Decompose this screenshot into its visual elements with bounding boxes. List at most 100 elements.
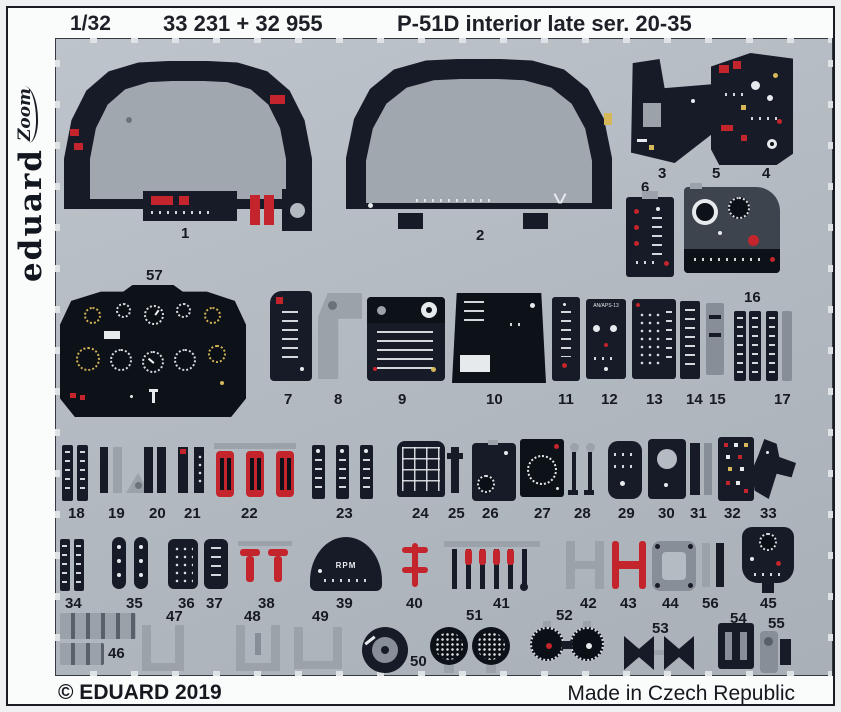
etched-detail bbox=[126, 117, 132, 123]
etched-detail bbox=[696, 203, 714, 221]
etched-detail bbox=[377, 306, 386, 315]
part-label-30: 30 bbox=[658, 505, 675, 522]
etched-detail bbox=[294, 627, 303, 661]
etched-detail bbox=[690, 183, 702, 189]
part-label-5: 5 bbox=[712, 165, 721, 182]
part-label-33: 33 bbox=[760, 505, 777, 522]
etched-detail bbox=[770, 257, 775, 262]
part-4-side-panel bbox=[711, 53, 793, 165]
etched-detail bbox=[754, 573, 782, 576]
zoom-logo: Zoom bbox=[4, 85, 50, 143]
part-1-windscreen-frame bbox=[64, 55, 316, 240]
etched-detail bbox=[257, 458, 261, 490]
etched-detail bbox=[736, 481, 740, 485]
header-scale: 1/32 bbox=[70, 12, 111, 35]
gauge-icon bbox=[142, 351, 164, 373]
etched-detail bbox=[465, 549, 472, 565]
etched-detail bbox=[318, 569, 322, 573]
gauge-icon bbox=[759, 533, 777, 551]
etched-detail bbox=[572, 452, 576, 490]
etched-detail bbox=[220, 458, 224, 490]
etched-detail bbox=[276, 451, 294, 497]
etched-detail bbox=[104, 331, 120, 339]
etched-detail bbox=[238, 541, 292, 546]
etched-detail bbox=[751, 117, 777, 120]
part-34-strip bbox=[74, 539, 84, 591]
etched-detail bbox=[767, 139, 777, 149]
etched-detail bbox=[117, 573, 121, 577]
etched-detail bbox=[246, 451, 264, 497]
part-18-strip bbox=[77, 445, 88, 501]
etched-detail bbox=[741, 105, 746, 110]
etched-detail bbox=[637, 139, 647, 142]
etched-detail bbox=[614, 453, 636, 456]
etched-detail bbox=[664, 261, 669, 266]
part-15-strip bbox=[706, 303, 724, 375]
part-14-strip bbox=[680, 301, 700, 379]
etched-detail bbox=[100, 447, 108, 493]
etched-detail bbox=[426, 307, 432, 313]
etched-detail bbox=[738, 455, 742, 459]
etched-detail bbox=[250, 458, 254, 490]
etched-detail bbox=[751, 81, 760, 90]
part-label-53: 53 bbox=[652, 620, 669, 637]
etched-detail bbox=[460, 355, 490, 372]
etched-detail bbox=[143, 191, 237, 221]
etched-detail bbox=[452, 549, 457, 589]
etched-detail bbox=[563, 303, 566, 306]
etched-detail bbox=[543, 621, 551, 629]
etched-detail bbox=[760, 631, 778, 673]
etched-detail bbox=[211, 547, 221, 583]
part-label-41: 41 bbox=[493, 595, 510, 612]
etched-detail bbox=[287, 458, 291, 490]
radar-placard-text: AN/APS-13 bbox=[593, 303, 619, 309]
etched-detail bbox=[662, 552, 686, 580]
etched-detail bbox=[728, 467, 732, 471]
etched-detail bbox=[685, 309, 695, 369]
etched-detail bbox=[776, 561, 781, 566]
etched-detail bbox=[694, 258, 764, 261]
part-26-gauge-panel bbox=[472, 440, 516, 501]
part-36-plate bbox=[168, 539, 198, 589]
etched-detail bbox=[734, 443, 738, 447]
part-7-placard-panel bbox=[270, 291, 312, 381]
part-label-48: 48 bbox=[244, 608, 261, 625]
etched-detail bbox=[654, 650, 664, 655]
etched-detail bbox=[570, 443, 579, 452]
etched-detail bbox=[684, 249, 780, 273]
etched-detail bbox=[634, 241, 639, 246]
part-45-gauge-pod bbox=[742, 527, 794, 593]
etched-detail bbox=[725, 632, 732, 660]
part-label-38: 38 bbox=[258, 595, 275, 612]
part-46-comb-bracket bbox=[60, 613, 138, 669]
etched-detail bbox=[733, 61, 741, 69]
etched-detail bbox=[282, 189, 312, 231]
etched-detail bbox=[236, 625, 245, 663]
etched-detail bbox=[373, 367, 377, 371]
part-35-straps bbox=[112, 537, 148, 589]
etched-detail bbox=[315, 459, 322, 495]
part-label-51: 51 bbox=[466, 607, 483, 624]
etched-detail bbox=[726, 455, 730, 459]
etched-detail bbox=[655, 544, 660, 549]
etched-detail bbox=[130, 395, 133, 398]
etched-detail bbox=[268, 549, 288, 556]
header-catalog-numbers: 33 231 + 32 955 bbox=[163, 11, 323, 36]
etched-detail bbox=[652, 217, 662, 255]
etched-detail bbox=[562, 641, 572, 649]
etched-detail bbox=[134, 537, 148, 589]
gauge-icon bbox=[84, 307, 101, 324]
etched-detail bbox=[649, 145, 654, 150]
etched-detail bbox=[333, 627, 342, 661]
part-label-54: 54 bbox=[730, 610, 747, 627]
etched-detail bbox=[494, 549, 499, 589]
etched-detail bbox=[466, 549, 471, 589]
part-54-bracket bbox=[718, 623, 754, 669]
etched-detail bbox=[546, 643, 552, 649]
etched-detail bbox=[316, 449, 320, 453]
etched-detail bbox=[117, 559, 121, 563]
etched-detail bbox=[777, 119, 782, 124]
part-label-2: 2 bbox=[476, 227, 485, 244]
part-label-56: 56 bbox=[702, 595, 719, 612]
